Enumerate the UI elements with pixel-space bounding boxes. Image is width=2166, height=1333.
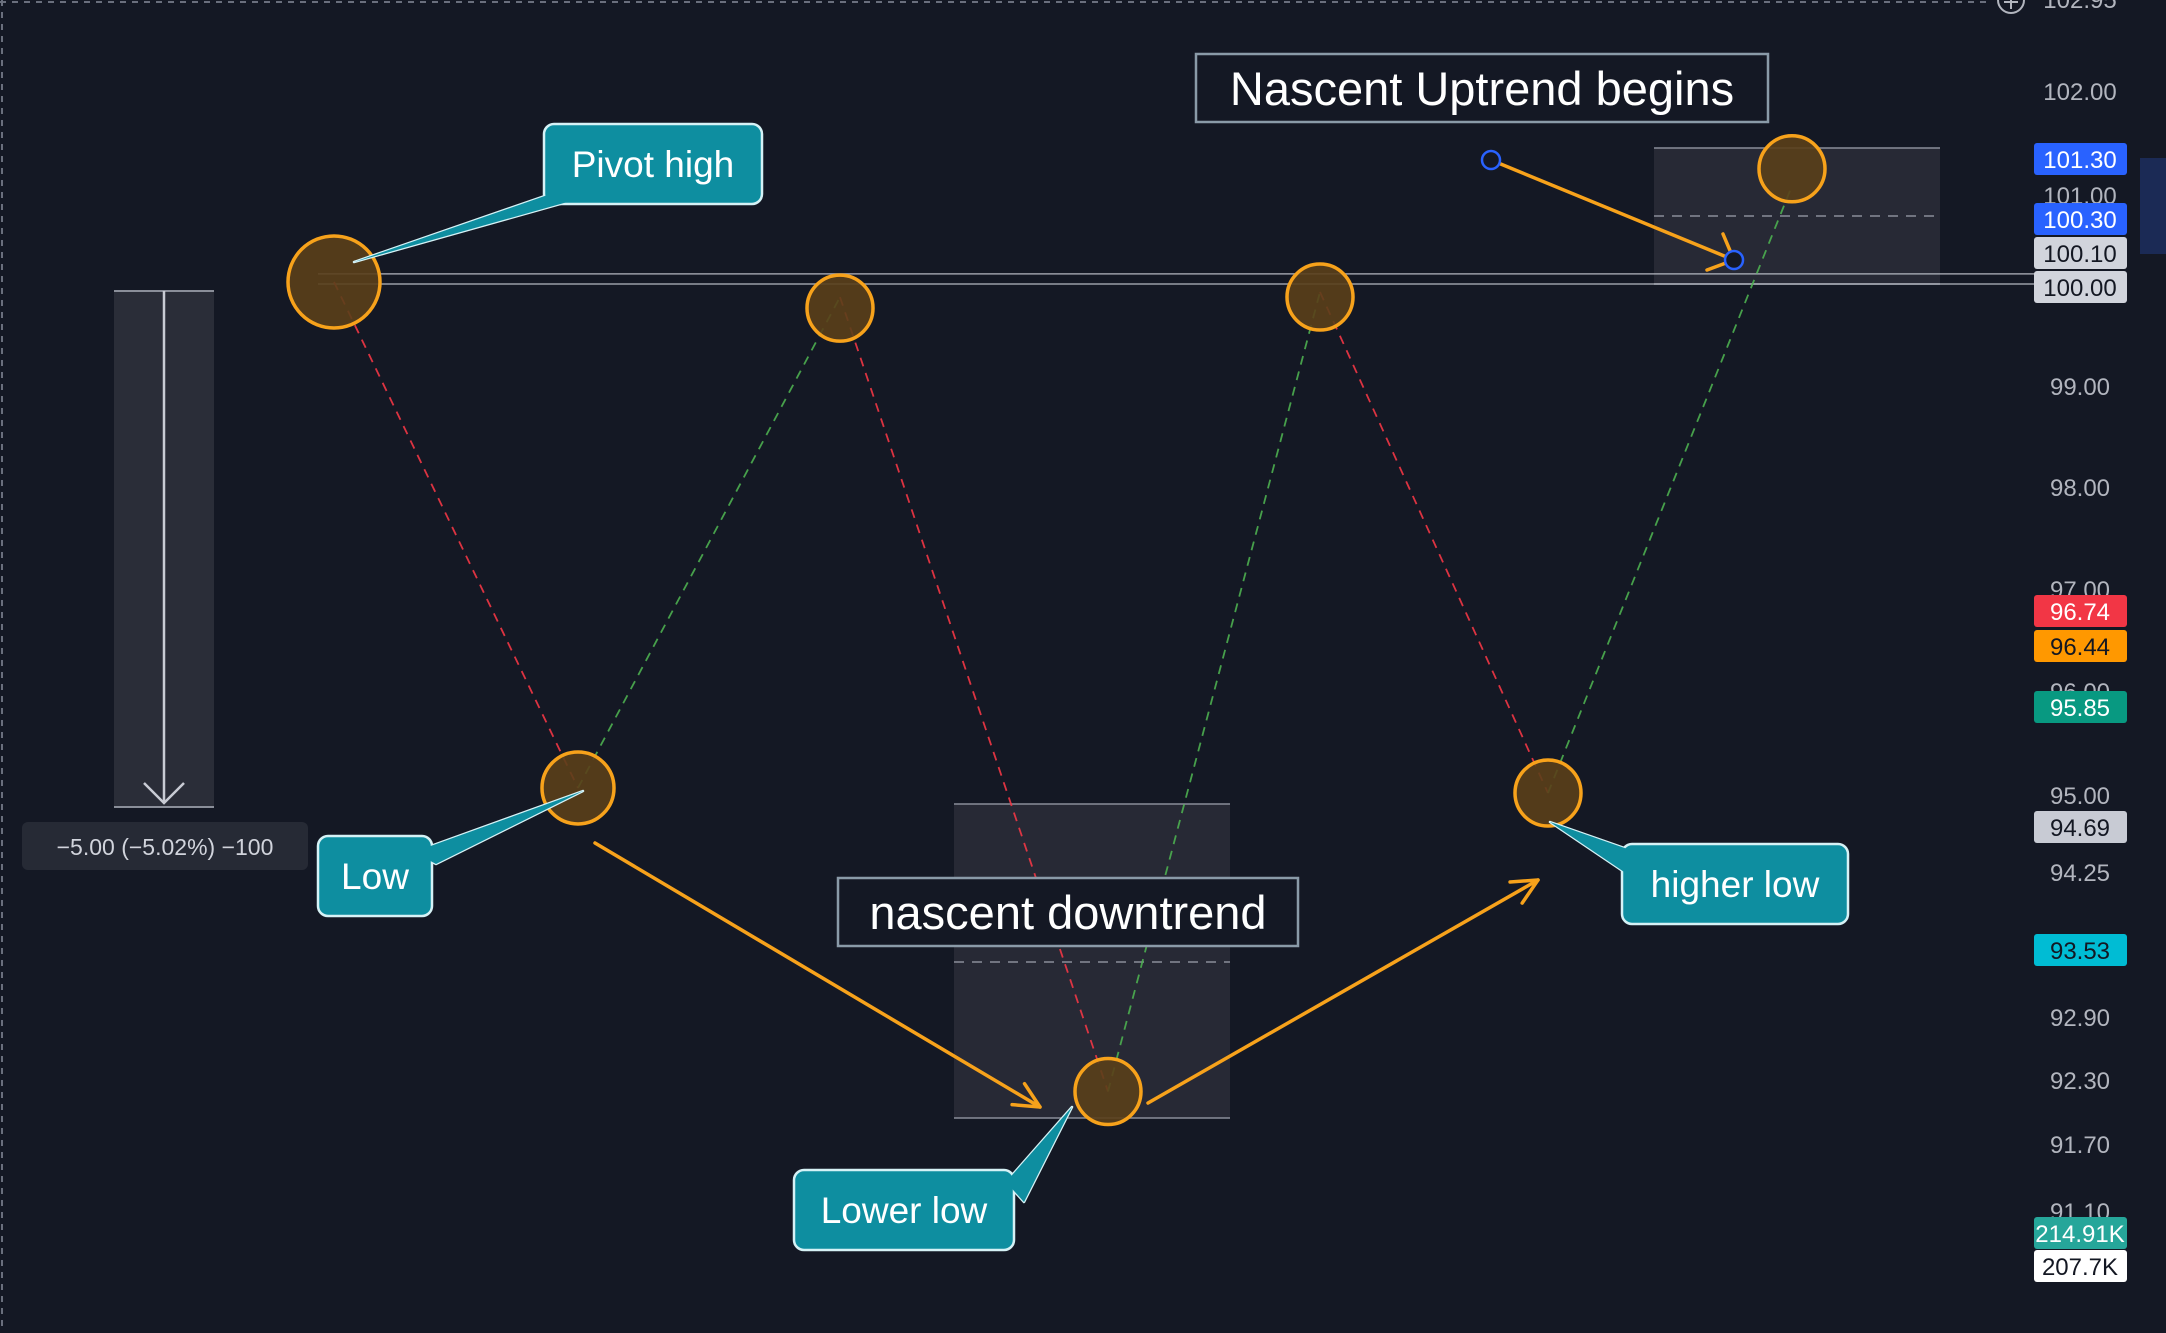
swing-point-marker-0[interactable]	[286, 234, 382, 330]
price-badge-bg-6[interactable]	[2034, 691, 2127, 723]
y-tick-label-10: 92.30	[2050, 1068, 2110, 1095]
plus-circle-icon[interactable]	[1997, 0, 2025, 14]
callout-text-2: Lower low	[821, 1190, 988, 1231]
anchor-handle-end[interactable]	[1723, 249, 1745, 271]
price-badge-label-4: 96.74	[2050, 599, 2110, 626]
text-box-1[interactable]: Nascent Uptrend begins	[1194, 52, 1770, 124]
price-badge-bg-4[interactable]	[2034, 595, 2127, 627]
anchor-handle-start[interactable]	[1480, 149, 1502, 171]
callout-pointer-join-2	[1006, 1107, 1072, 1202]
price-badge-bg-8[interactable]	[2034, 934, 2127, 966]
callout-text-1: Low	[341, 856, 409, 897]
callout-pointer-join-1	[414, 791, 583, 864]
y-tick-label-11: 91.70	[2050, 1132, 2110, 1159]
measure-label-bg	[22, 822, 308, 870]
arrow-to-lower-low-head	[1010, 1081, 1042, 1109]
price-badge-bg-0[interactable]	[2034, 143, 2127, 175]
trend-arrows-layer	[593, 841, 1540, 1109]
price-badge-bg-1[interactable]	[2034, 203, 2127, 235]
swing-markers-layer	[286, 134, 1827, 1127]
zigzag-leg-1	[577, 296, 841, 789]
text-box-frame-0	[836, 876, 1300, 948]
arrow-to-lower-low-shaft	[593, 841, 1042, 1109]
zigzag-leg-2	[839, 296, 1109, 1092]
swing-point-marker-2[interactable]	[805, 273, 875, 343]
price-badge-label-2: 100.10	[2043, 241, 2116, 268]
callout-fill-3	[1624, 846, 1846, 922]
text-box-label-0: nascent downtrend	[869, 886, 1266, 939]
price-badge-label-7: 94.69	[2050, 815, 2110, 842]
price-badge-bg-9[interactable]	[2034, 1217, 2127, 1249]
price-badge-bg-2[interactable]	[2034, 237, 2127, 269]
price-badge-label-9: 214.91K	[2035, 1221, 2124, 1248]
y-tick-label-3: 99.00	[2050, 374, 2110, 401]
swing-point-marker-3[interactable]	[1073, 1056, 1143, 1127]
zigzag-leg-5	[1547, 185, 1793, 794]
callout-3[interactable]: higher low	[1548, 820, 1850, 926]
y-tick-label-9: 92.90	[2050, 1005, 2110, 1032]
anchor-line[interactable]	[1489, 158, 1736, 262]
zigzag-leg-0	[333, 281, 579, 789]
y-tick-label-4: 98.00	[2050, 475, 2110, 502]
callout-fill-2	[796, 1172, 1012, 1248]
y-tick-label-8: 94.25	[2050, 860, 2110, 887]
price-badge-label-8: 93.53	[2050, 938, 2110, 965]
callout-0[interactable]: Pivot high	[352, 122, 764, 264]
text-box-frame-1	[1194, 52, 1770, 124]
price-badge-bg-10[interactable]	[2034, 1250, 2127, 1282]
price-badge-label-10: 207.7K	[2042, 1254, 2118, 1281]
price-badge-bg-3[interactable]	[2034, 271, 2127, 303]
callout-2[interactable]: Lower low	[792, 1105, 1074, 1252]
swing-point-marker-1[interactable]	[540, 750, 616, 826]
swing-point-marker-5[interactable]	[1513, 758, 1583, 828]
callout-pointer-join-0	[354, 190, 610, 262]
measure-arrow-head	[143, 782, 185, 805]
measure-label: −5.00 (−5.02%) −100	[57, 834, 274, 860]
price-scale-highlight	[2140, 158, 2166, 254]
callout-text-0: Pivot high	[572, 144, 735, 185]
callout-fill-0	[546, 126, 760, 202]
text-box-0[interactable]: nascent downtrend	[836, 876, 1300, 948]
price-badge-label-5: 96.44	[2050, 634, 2110, 661]
zigzag-legs-layer	[333, 185, 1793, 1092]
price-badge-label-3: 100.00	[2043, 275, 2116, 302]
measure-tool-layer: −5.00 (−5.02%) −100	[22, 290, 308, 870]
y-tick-label-1: 102.00	[2043, 79, 2116, 106]
price-axis-layer: 102.95102.00101.0099.0098.0097.0096.0095…	[2034, 0, 2127, 1282]
arrow-to-higher-low[interactable]	[1146, 878, 1540, 1105]
price-badge-label-6: 95.85	[2050, 695, 2110, 722]
callout-pointer-join-3	[1550, 822, 1636, 880]
arrow-to-higher-low-shaft	[1146, 878, 1540, 1105]
levels-layer	[318, 273, 2036, 285]
callout-1[interactable]: Low	[316, 789, 585, 918]
price-badge-label-1: 100.30	[2043, 207, 2116, 234]
price-badge-bg-7[interactable]	[2034, 811, 2127, 843]
arrow-to-lower-low[interactable]	[593, 841, 1042, 1109]
price-badge-bg-5[interactable]	[2034, 630, 2127, 662]
y-tick-label-7: 95.00	[2050, 783, 2110, 810]
swing-point-marker-4[interactable]	[1285, 262, 1355, 332]
zigzag-leg-3	[1107, 291, 1321, 1092]
callout-fill-1	[320, 838, 430, 914]
add-price-button[interactable]	[1997, 0, 2025, 14]
price-badge-label-0: 101.30	[2043, 147, 2116, 174]
callout-text-3: higher low	[1651, 864, 1820, 905]
y-tick-label-0: 102.95	[2043, 0, 2116, 14]
swing-point-marker-6[interactable]	[1757, 134, 1827, 204]
zigzag-leg-4	[1319, 291, 1549, 794]
arrow-to-higher-low-head	[1508, 878, 1540, 905]
text-box-label-1: Nascent Uptrend begins	[1230, 62, 1734, 115]
